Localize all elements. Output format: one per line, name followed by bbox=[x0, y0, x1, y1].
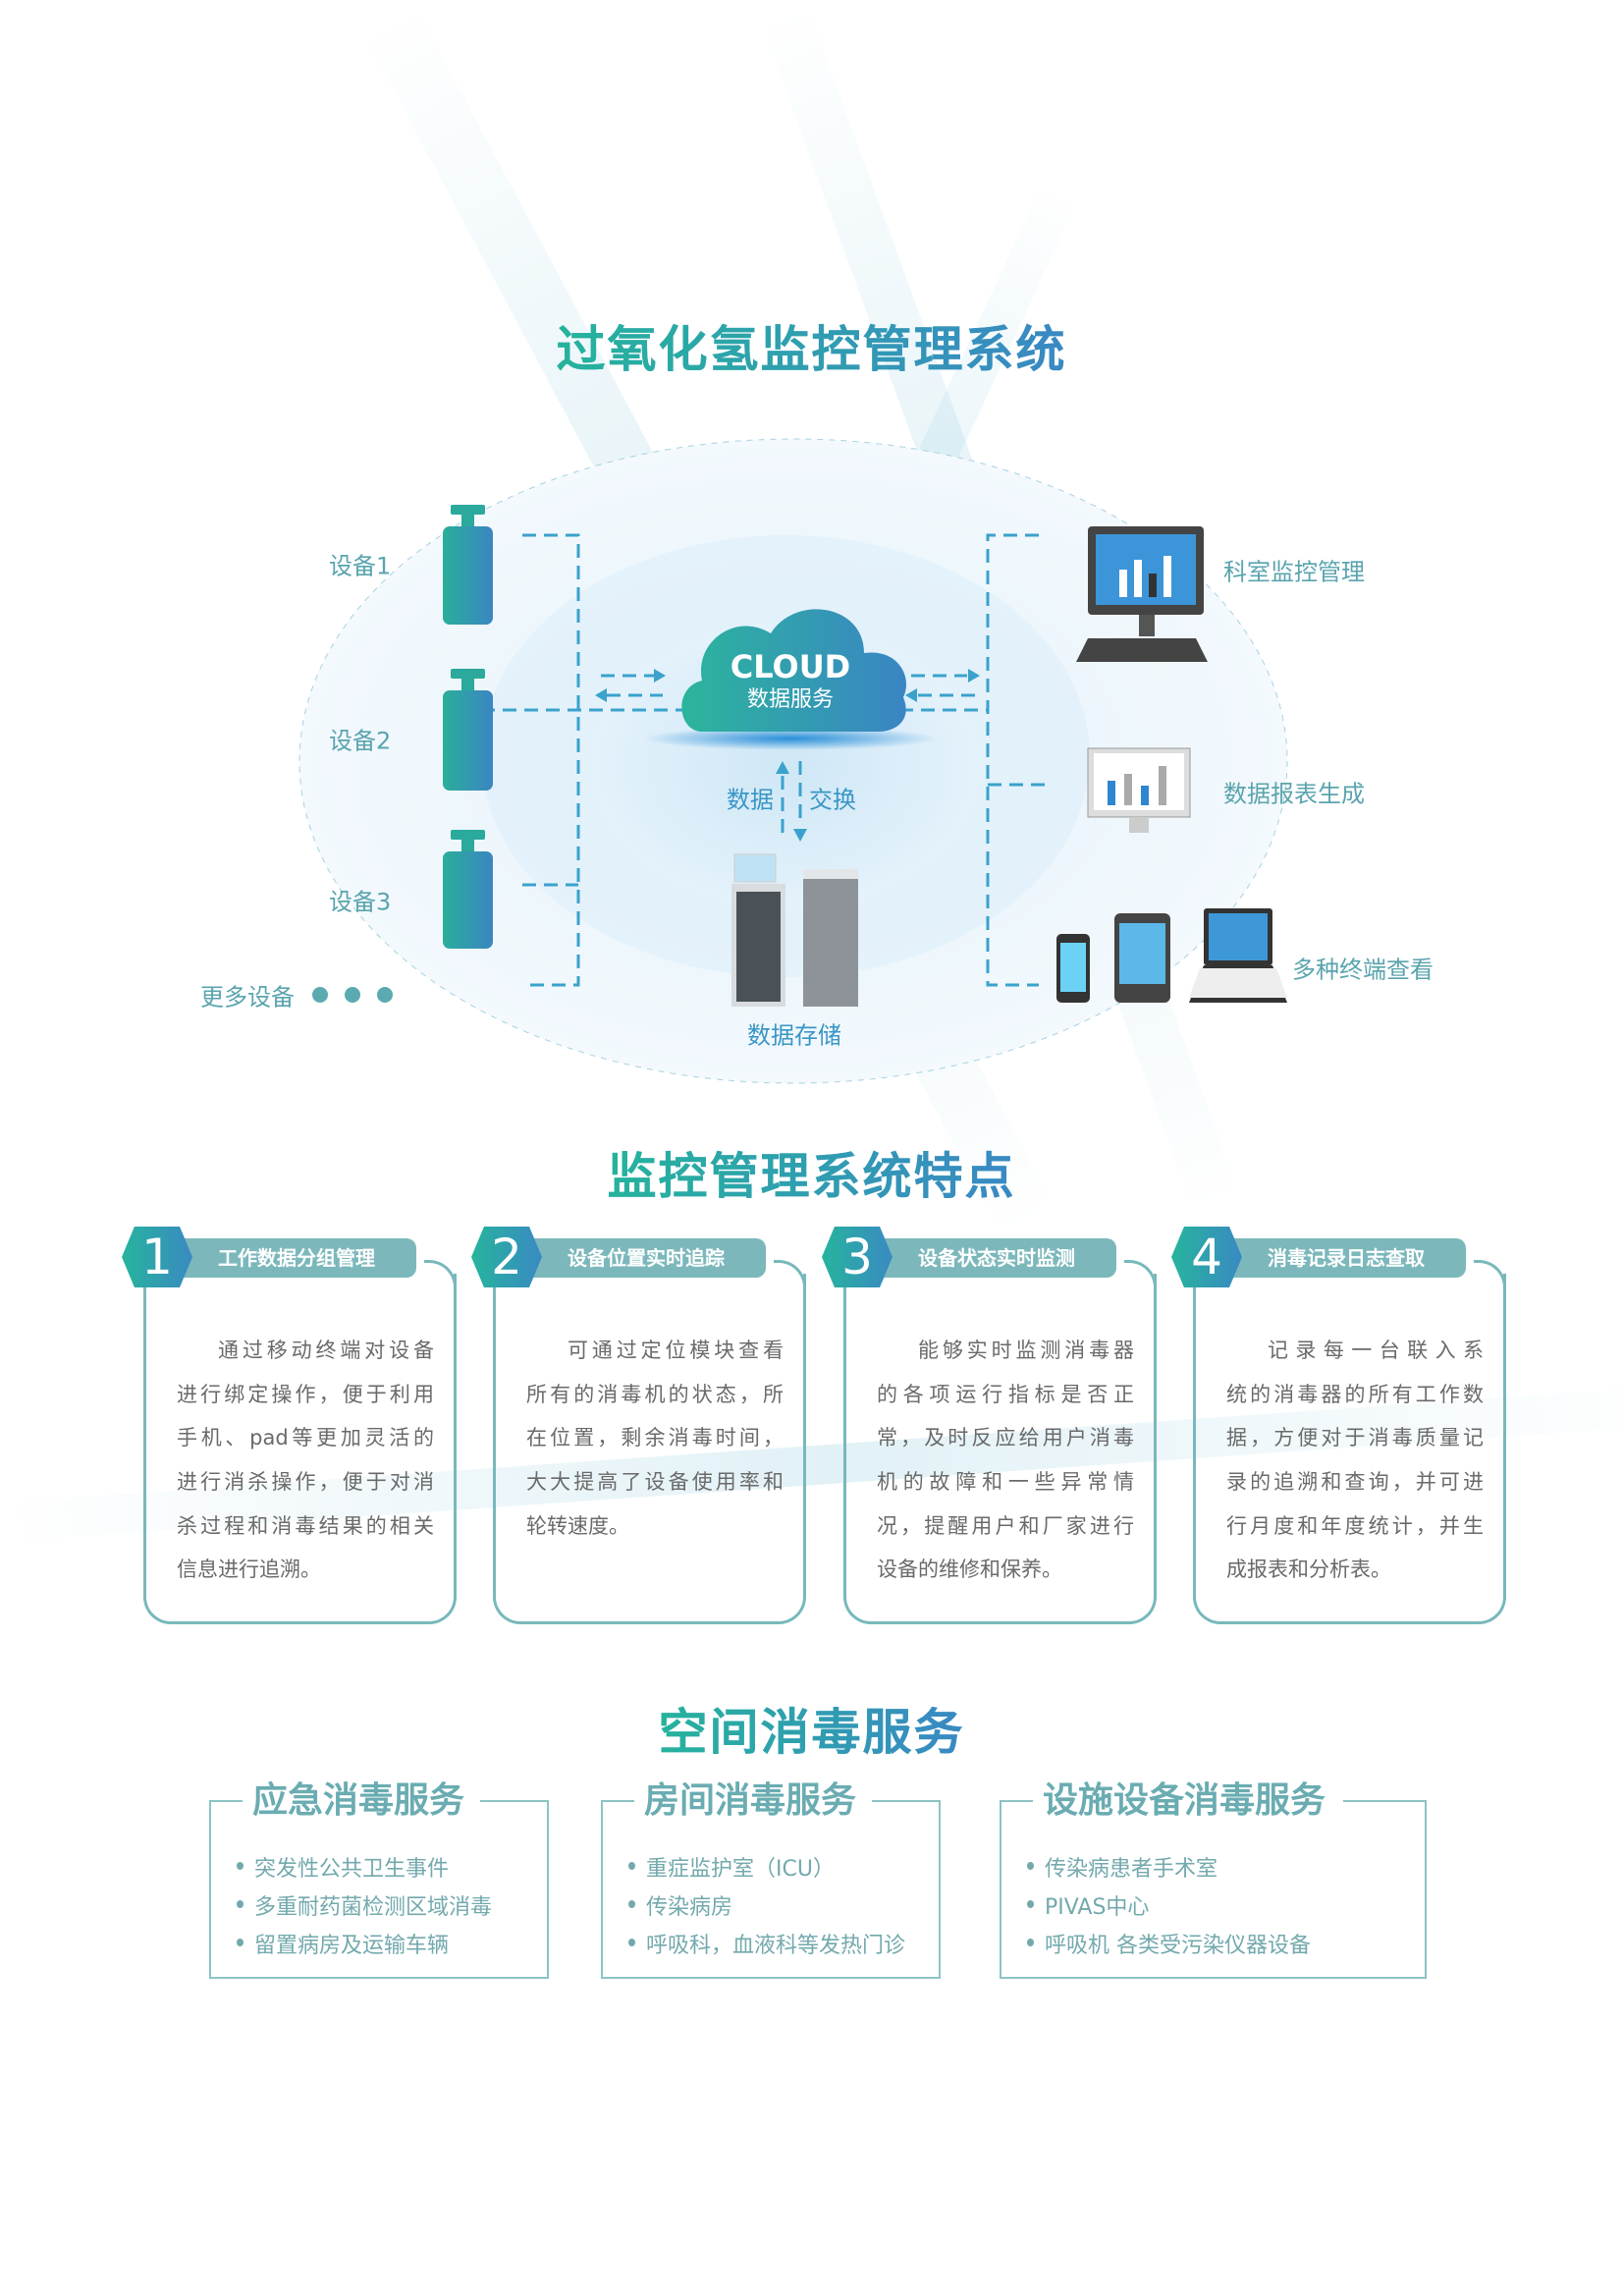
card-text-line: 机的故障和一些异常情 bbox=[877, 1470, 1134, 1495]
card-text-line: 设备的维修和保养。 bbox=[877, 1558, 1062, 1582]
output-label: 多种终端查看 bbox=[1292, 956, 1434, 984]
card-text-line: 据，方便对于消毒质量记 bbox=[1226, 1426, 1484, 1450]
title-gap bbox=[243, 1798, 480, 1806]
features-title: 监控管理系统特点 bbox=[0, 1137, 1623, 1208]
service-group: 设施设备消毒服务传染病患者手术室 PIVAS中心呼吸机 各类受污染仪器设备 bbox=[1000, 1780, 1427, 1979]
more-devices-label: 更多设备 bbox=[200, 983, 295, 1011]
ellipsis-dot bbox=[377, 987, 393, 1003]
card-text-line: 的各项运行指标是否正 bbox=[877, 1382, 1134, 1406]
card-text-line: 统的消毒器的所有工作数 bbox=[1226, 1382, 1484, 1406]
exchange-label-right: 交换 bbox=[809, 786, 856, 814]
service-item: 呼吸科，血液科等发热门诊 bbox=[627, 1928, 905, 1959]
left-bracket bbox=[522, 533, 580, 987]
server-icon bbox=[731, 853, 785, 1007]
card-text-line: 能够实时监测消毒器 bbox=[918, 1339, 1134, 1362]
card-number-badge: 3 bbox=[822, 1227, 893, 1287]
card-border bbox=[1193, 1260, 1506, 1624]
device-cylinder-icon bbox=[443, 830, 493, 949]
card-text-line: 轮转速度。 bbox=[526, 1513, 629, 1538]
card-text-line: 在位置，剩余消毒时间， bbox=[526, 1426, 784, 1450]
device-label: 设备1 bbox=[329, 552, 392, 580]
service-item: 突发性公共卫生事件 bbox=[236, 1851, 449, 1883]
laptop-icon bbox=[1189, 908, 1287, 1003]
card-border bbox=[843, 1260, 1157, 1624]
card-text-line: 大大提高了设备使用率和 bbox=[526, 1470, 784, 1495]
ellipsis-dot bbox=[312, 987, 328, 1003]
service-group-title: 房间消毒服务 bbox=[644, 1780, 857, 1821]
exchange-label-left: 数据 bbox=[727, 786, 774, 814]
card-number-badge: 1 bbox=[122, 1227, 192, 1287]
system-title: 过氧化氢监控管理系统 bbox=[0, 310, 1623, 381]
card-text-line: 手机、pad等更加灵活的 bbox=[177, 1426, 434, 1450]
phone-icon bbox=[1056, 934, 1090, 1003]
device-cylinder-icon bbox=[443, 505, 493, 625]
service-item: 传染病房 bbox=[627, 1889, 732, 1921]
cloud-title: CLOUD bbox=[730, 648, 851, 685]
card-border bbox=[143, 1260, 457, 1624]
card-text-line: 杀过程和消毒结果的相关 bbox=[177, 1513, 434, 1538]
output-label: 科室监控管理 bbox=[1223, 558, 1365, 586]
title-gap bbox=[634, 1798, 872, 1806]
card-body: 记录每一台联入系统的消毒器的所有工作数据，方便对于消毒质量记录的追溯和查询，并可… bbox=[1226, 1329, 1484, 1592]
card-number-badge: 4 bbox=[1171, 1227, 1242, 1287]
card-header: 工作数据分组管理 bbox=[181, 1238, 416, 1278]
card-text-line: 常，及时反应给用户消毒 bbox=[877, 1426, 1134, 1450]
services-title: 空间消毒服务 bbox=[0, 1693, 1623, 1764]
service-item: 呼吸机 各类受污染仪器设备 bbox=[1027, 1928, 1311, 1959]
tablet-icon bbox=[1114, 913, 1170, 1003]
card-body: 可通过定位模块查看所有的消毒机的状态，所在位置，剩余消毒时间， 大大提高了设备使用… bbox=[526, 1329, 784, 1548]
card-header: 设备位置实时追踪 bbox=[530, 1238, 766, 1278]
output-label: 数据报表生成 bbox=[1223, 780, 1365, 808]
storage-label: 数据存储 bbox=[747, 1021, 841, 1050]
service-item: 多重耐药菌检测区域消毒 bbox=[236, 1889, 492, 1921]
device-label: 设备2 bbox=[329, 727, 392, 755]
card-text-line: 进行绑定操作，便于利用 bbox=[177, 1382, 434, 1406]
device-label: 设备3 bbox=[329, 888, 392, 916]
server-tower-icon bbox=[803, 869, 858, 1007]
right-bracket bbox=[986, 533, 1039, 987]
service-item: 传染病患者手术室 bbox=[1026, 1851, 1217, 1883]
diagram-lines bbox=[298, 438, 1288, 1084]
service-item: 重症监护室（ICU） bbox=[628, 1851, 835, 1883]
card-text-line: 可通过定位模块查看 bbox=[568, 1339, 784, 1362]
service-group: 房间消毒服务重症监护室（ICU） 传染病房呼吸科，血液科等发热门诊 bbox=[601, 1780, 941, 1979]
card-text-line: 况，提醒用户和厂家进行 bbox=[877, 1513, 1134, 1538]
service-item: PIVAS中心 bbox=[1026, 1889, 1149, 1921]
service-item: 留置病房及运输车辆 bbox=[236, 1928, 449, 1959]
card-text-line: 通过移动终端对设备 bbox=[218, 1339, 434, 1362]
ellipsis-dot bbox=[345, 987, 360, 1003]
card-header: 消毒记录日志查取 bbox=[1230, 1238, 1466, 1278]
card-text-line: 信息进行追溯。 bbox=[177, 1558, 321, 1582]
cloud-subtitle: 数据服务 bbox=[746, 687, 834, 712]
card-text-line: 录的追溯和查询，并可进 bbox=[1226, 1470, 1484, 1495]
card-number-badge: 2 bbox=[471, 1227, 542, 1287]
cloud-shadow bbox=[643, 727, 938, 750]
desktop-computer-icon bbox=[1076, 526, 1208, 662]
card-text-line: 成报表和分析表。 bbox=[1226, 1558, 1391, 1582]
service-group-title: 设施设备消毒服务 bbox=[1043, 1780, 1326, 1821]
cloud-icon bbox=[681, 609, 907, 732]
card-text-line: 进行消杀操作，便于对消 bbox=[177, 1470, 434, 1495]
card-body: 能够实时监测消毒器的各项运行指标是否正常，及时反应给用户消毒机的故障和一些异常情… bbox=[877, 1329, 1134, 1592]
card-border bbox=[493, 1260, 806, 1624]
title-gap bbox=[1033, 1798, 1343, 1806]
card-header: 设备状态实时监测 bbox=[881, 1238, 1116, 1278]
card-text-line: 所有的消毒机的状态，所 bbox=[526, 1382, 784, 1406]
card-body: 通过移动终端对设备进行绑定操作，便于利用手机、pad等更加灵活的进行消杀操作，便… bbox=[177, 1329, 434, 1592]
service-group: 应急消毒服务突发性公共卫生事件多重耐药菌检测区域消毒留置病房及运输车辆 bbox=[209, 1780, 549, 1979]
card-text-line: 记录每一台联入系 bbox=[1268, 1339, 1484, 1362]
service-group-title: 应急消毒服务 bbox=[252, 1780, 465, 1821]
device-cylinder-icon bbox=[443, 669, 493, 791]
report-monitor-icon bbox=[1087, 747, 1191, 833]
card-text-line: 行月度和年度统计，并生 bbox=[1226, 1513, 1484, 1538]
